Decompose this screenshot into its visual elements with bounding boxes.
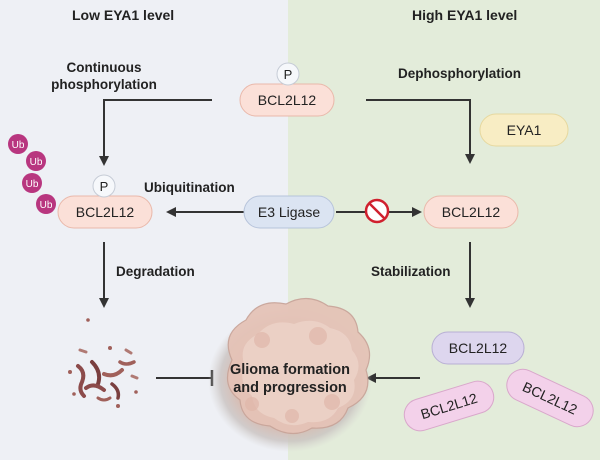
phospho-top-badge (276, 62, 300, 86)
bcl2l12-left-label: BCL2L12 (76, 204, 135, 220)
block-icon (364, 198, 390, 224)
eya1-pill (479, 113, 569, 147)
left-panel-title: Low EYA1 level (72, 7, 174, 23)
degraded-fragments-icon (68, 318, 139, 408)
outcome-label-2: and progression (233, 380, 347, 396)
bcl2l12-right-label: BCL2L12 (442, 204, 501, 220)
ubiquitin-1-label: Ub (12, 140, 25, 151)
right-panel-title: High EYA1 level (412, 7, 517, 23)
ubiquitin-3 (22, 173, 42, 193)
continuous-phosphorylation-label-1: Continuous (67, 60, 142, 75)
outcome-label-1: Glioma formation (230, 362, 350, 378)
ubiquitin-chain: Ub Ub Ub Ub (8, 134, 56, 214)
ubiquitination-label: Ubiquitination (144, 180, 235, 195)
arrow-top-to-left (99, 99, 212, 166)
bcl2l12-right-pill (423, 195, 519, 229)
e3-ligase-label: E3 Ligase (258, 204, 320, 220)
ubiquitin-4-label: Ub (40, 200, 53, 211)
degradation-label: Degradation (116, 264, 195, 279)
continuous-phosphorylation-label-2: phosphorylation (51, 77, 157, 92)
ubiquitin-4 (36, 194, 56, 214)
eya1-label: EYA1 (507, 122, 542, 138)
bcl2l12-top-label: BCL2L12 (258, 92, 317, 108)
ubiquitin-2 (26, 151, 46, 171)
bcl2l12-purple-pill (431, 331, 525, 365)
phospho-top-label: P (284, 67, 293, 82)
stabilization-label: Stabilization (371, 264, 451, 279)
phospho-left-badge (92, 174, 116, 198)
phospho-left-label: P (100, 179, 109, 194)
bcl2l12-pink-1: BCL2L12 (403, 380, 495, 432)
arrow-top-to-right (366, 99, 475, 164)
ubiquitin-2-label: Ub (30, 157, 43, 168)
bcl2l12-purple-label: BCL2L12 (449, 340, 508, 356)
ubiquitin-3-label: Ub (26, 179, 39, 190)
dephosphorylation-label: Dephosphorylation (398, 66, 521, 81)
glioma-tumor-icon (208, 297, 372, 452)
ubiquitin-1 (8, 134, 28, 154)
e3-ligase-pill (243, 195, 335, 229)
